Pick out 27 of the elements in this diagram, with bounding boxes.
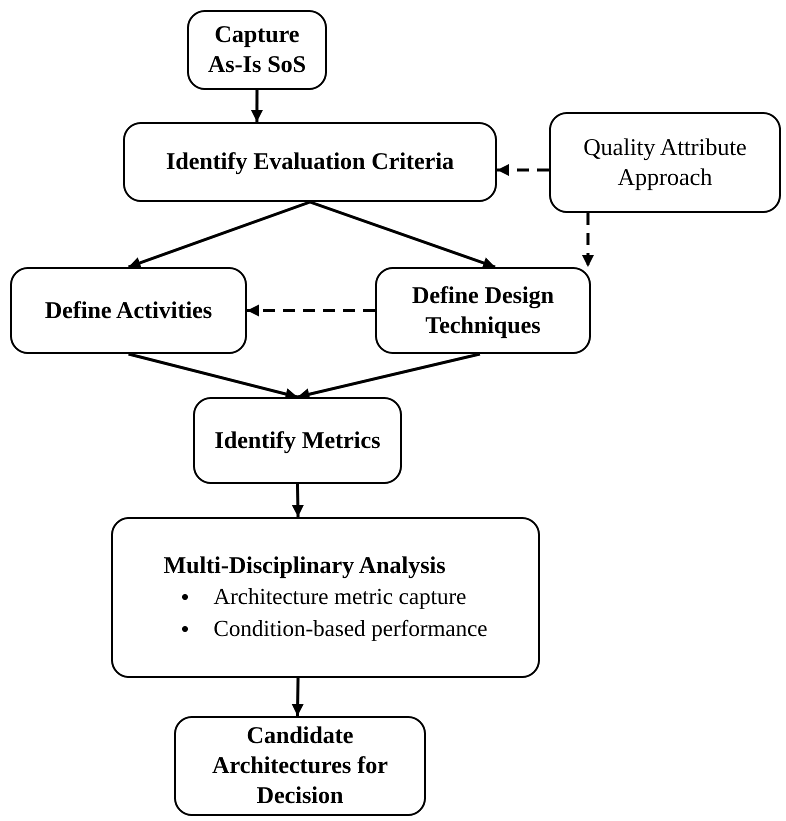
arrow xyxy=(128,352,298,400)
arrow xyxy=(250,90,263,122)
box-label: Candidate Architectures for Decision xyxy=(211,722,389,811)
box-label: Identify Evaluation Criteria xyxy=(166,148,454,177)
process-box xyxy=(549,112,781,213)
dashed-arrow xyxy=(582,213,594,267)
bullet-item: Condition-based performance xyxy=(214,614,488,643)
arrow xyxy=(292,484,304,518)
process-box xyxy=(193,397,402,484)
arrow xyxy=(292,678,304,716)
dashed-arrow xyxy=(497,164,549,176)
arrow xyxy=(128,200,310,269)
arrow xyxy=(310,200,496,269)
process-box xyxy=(174,716,426,816)
process-box xyxy=(111,517,540,678)
box-label: Define Design Techniques xyxy=(411,282,555,340)
dashed-arrow xyxy=(247,304,375,316)
bullet-item: Architecture metric capture xyxy=(214,582,466,611)
box-label: Capture As-Is SoS xyxy=(206,21,308,80)
process-box xyxy=(187,10,327,90)
box-label: Quality Attribute Approach xyxy=(582,134,748,192)
box-heading: Multi-Disciplinary Analysis xyxy=(164,552,446,580)
box-label: Identify Metrics xyxy=(214,426,380,456)
process-box xyxy=(375,267,591,354)
process-box xyxy=(123,122,497,202)
box-label: Define Activities xyxy=(44,296,212,326)
process-box xyxy=(10,267,247,354)
